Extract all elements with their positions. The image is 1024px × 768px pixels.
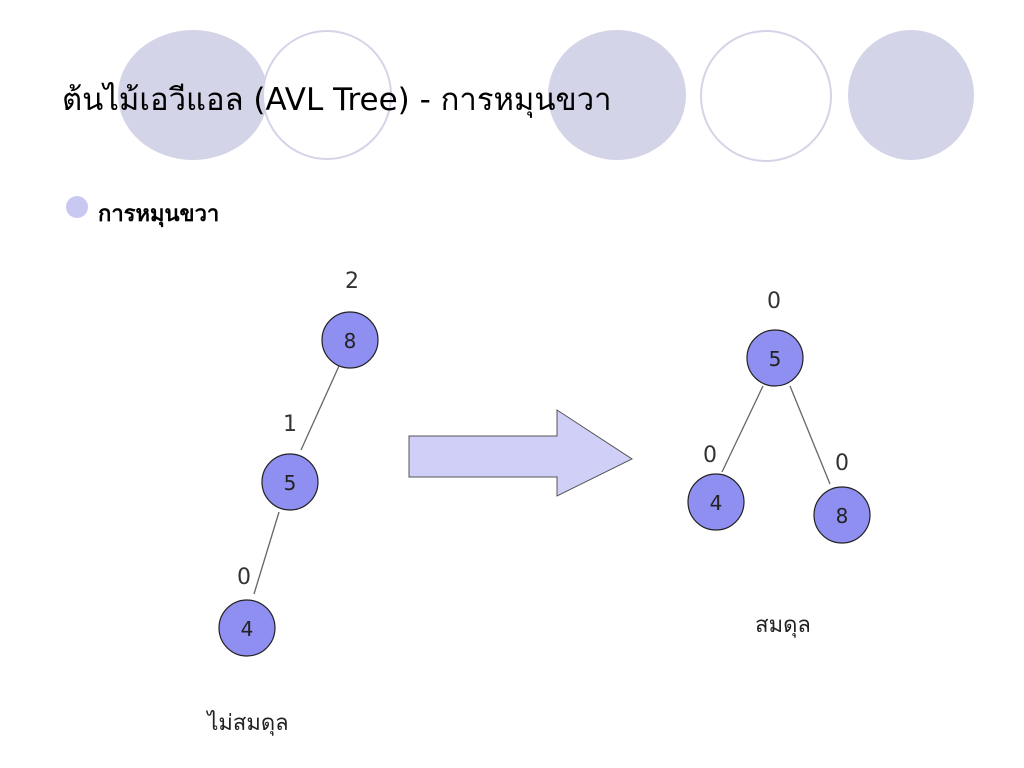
tree-node	[321, 311, 379, 369]
tree-node	[218, 599, 276, 657]
node-value: 5	[284, 471, 297, 495]
node-value: 8	[344, 329, 357, 353]
decor-circle-4	[700, 30, 832, 162]
edge-5-8	[789, 385, 831, 485]
balance-factor-label: 0	[237, 565, 251, 590]
before-caption: ไม่สมดุล	[205, 710, 288, 736]
bullet-icon	[66, 196, 88, 218]
right-arrow-icon	[408, 409, 634, 497]
decor-circle-2	[262, 30, 392, 160]
balance-factor-label: 0	[703, 443, 717, 468]
tree-node	[261, 453, 319, 511]
node-value: 8	[836, 504, 849, 528]
slide-title: ต้นไม้เอวีแอล (AVL Tree) - การหมุนขวา	[62, 82, 612, 118]
edge-5-4	[253, 511, 280, 595]
balance-factor-label: 2	[345, 269, 359, 294]
decor-circle-3	[548, 30, 686, 160]
after-caption: สมดุล	[755, 613, 811, 638]
balance-factor-label: 0	[767, 289, 781, 314]
after-tree: 0 5 0 4 0 8 สมดุล	[687, 289, 871, 638]
balance-factor-label: 0	[835, 451, 849, 476]
decor-circle-1	[118, 30, 268, 160]
tree-node	[813, 486, 871, 544]
edge-5-4	[721, 385, 764, 473]
before-tree: 2 8 1 5 0 4 ไม่สมดุล	[205, 269, 379, 736]
bullet-text: การหมุนขวา	[98, 201, 220, 227]
node-value: 4	[710, 491, 723, 515]
node-value: 4	[241, 617, 254, 641]
edge-8-5	[300, 365, 340, 451]
tree-node	[746, 329, 804, 387]
tree-node	[687, 473, 745, 531]
decor-circle-5	[848, 30, 974, 160]
balance-factor-label: 1	[283, 412, 297, 437]
node-value: 5	[769, 347, 782, 371]
